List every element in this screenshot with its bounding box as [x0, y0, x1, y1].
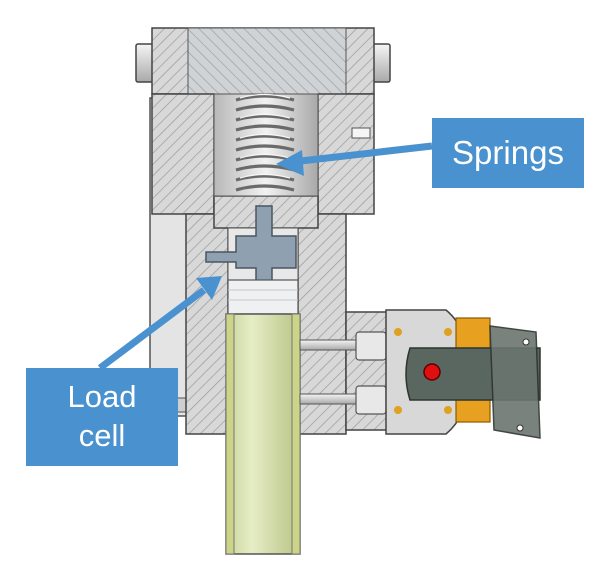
- load-cell-cross: [205, 205, 297, 303]
- load-cell-arrow: [97, 276, 222, 371]
- pivot-pin: [423, 363, 441, 381]
- springs-arrow: [276, 142, 433, 176]
- support-tube: [225, 313, 301, 555]
- springs-callout-label: Springs: [432, 118, 584, 188]
- coil-spring: [213, 93, 319, 197]
- link-arm: [405, 325, 541, 439]
- orange-bracket: [455, 317, 491, 423]
- load-cell-pad: [227, 279, 299, 315]
- load-cell-callout-label: Load cell: [26, 368, 178, 466]
